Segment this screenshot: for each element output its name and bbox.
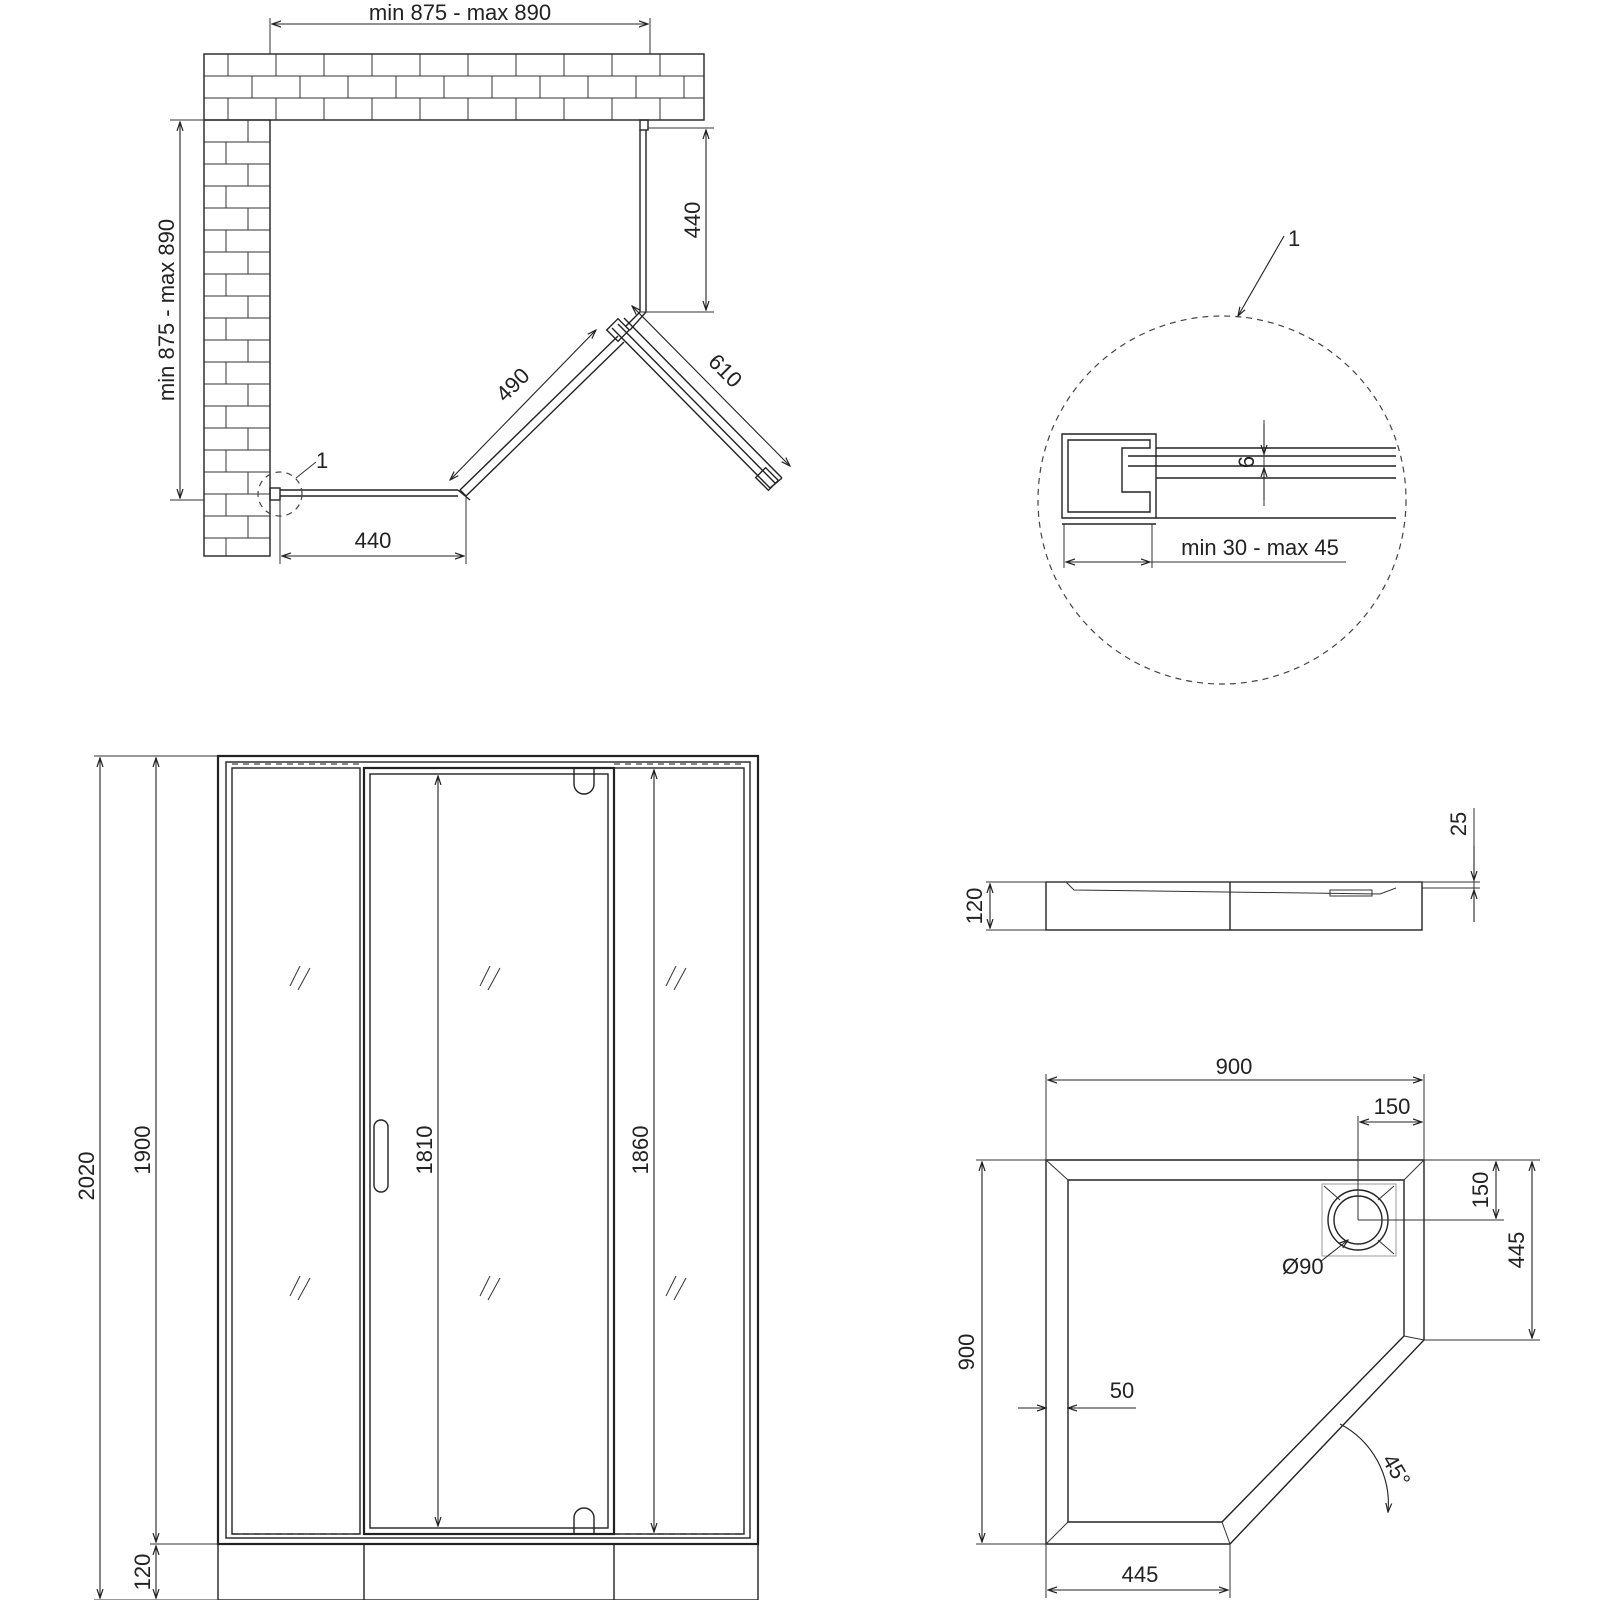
- bottom-side-panel: [269, 487, 471, 501]
- top-wall: [203, 53, 705, 121]
- door-glass-panel: [362, 766, 616, 1536]
- plan-bottom-side-dim: 440: [355, 528, 392, 553]
- plan-depth-dim: min 875 - max 890: [154, 219, 179, 401]
- side-height-dim: 1860: [628, 1126, 653, 1175]
- tray-width-dim: 900: [1216, 1054, 1253, 1079]
- profile-range-dim: min 30 - max 45: [1181, 535, 1339, 560]
- tray-side-view: 120 25: [962, 808, 1480, 931]
- profile-detail: 1 6 min 30 - max 45: [1037, 226, 1407, 685]
- panel-height-dim: 1900: [130, 1126, 155, 1175]
- drain-y-dim: 150: [1468, 1172, 1493, 1209]
- tray-height-dim: 120: [962, 888, 987, 925]
- detail-callout-label: 1: [1288, 226, 1300, 251]
- tray-depth-dim: 900: [954, 1334, 979, 1371]
- tray-side-body: [1045, 881, 1423, 931]
- drain-x-dim: 150: [1374, 1094, 1411, 1119]
- fixed-door-panel: [459, 317, 631, 497]
- tray-bottom-side-dim: 445: [1122, 1562, 1159, 1587]
- tray-outer-outline: [1045, 1159, 1425, 1545]
- left-wall: [203, 119, 271, 557]
- detail-circle: [1037, 315, 1407, 685]
- tray-plan-view: 900 150 150 445 900 50 445 Ø90 45°: [954, 1054, 1540, 1598]
- right-side-panel: [625, 119, 649, 331]
- top-hinge: [573, 768, 595, 795]
- base-height-dim: 120: [130, 1554, 155, 1591]
- angle-label: 45°: [1377, 1450, 1415, 1491]
- tray-lip-dim: 25: [1446, 812, 1471, 836]
- plan-right-side-dim: 440: [680, 202, 705, 239]
- glass-thickness-dim: 6: [1234, 456, 1259, 468]
- tray-right-side-dim: 445: [1504, 1232, 1529, 1269]
- door-handle[interactable]: [373, 1119, 389, 1193]
- glass-reflection-marks: [289, 965, 687, 1301]
- plan-width-dim: min 875 - max 890: [369, 0, 551, 25]
- plan-callout-label: 1: [316, 448, 328, 473]
- top-wall-bricks: [204, 54, 704, 120]
- enclosure-frame: [216, 754, 760, 1546]
- drain-diameter-label: Ø90: [1282, 1254, 1324, 1279]
- plan-view: 1 min 875 - max 890 min 875 - max 890 44…: [154, 0, 790, 564]
- plan-swing-door-dim: 610: [703, 349, 747, 393]
- wall-profile: [1061, 433, 1157, 519]
- front-elevation: 2020 1900 120 1810 1860: [74, 754, 760, 1600]
- door-height-dim: 1810: [412, 1126, 437, 1175]
- left-wall-bricks: [204, 119, 270, 556]
- tray-base: [217, 1543, 759, 1600]
- bottom-hinge: [573, 1507, 595, 1534]
- left-glass-panel: [231, 767, 361, 1535]
- swing-door-panel: [611, 317, 783, 492]
- tray-rim-dim: 50: [1110, 1378, 1134, 1403]
- right-glass-panel: [613, 767, 745, 1535]
- total-height-dim: 2020: [74, 1152, 99, 1201]
